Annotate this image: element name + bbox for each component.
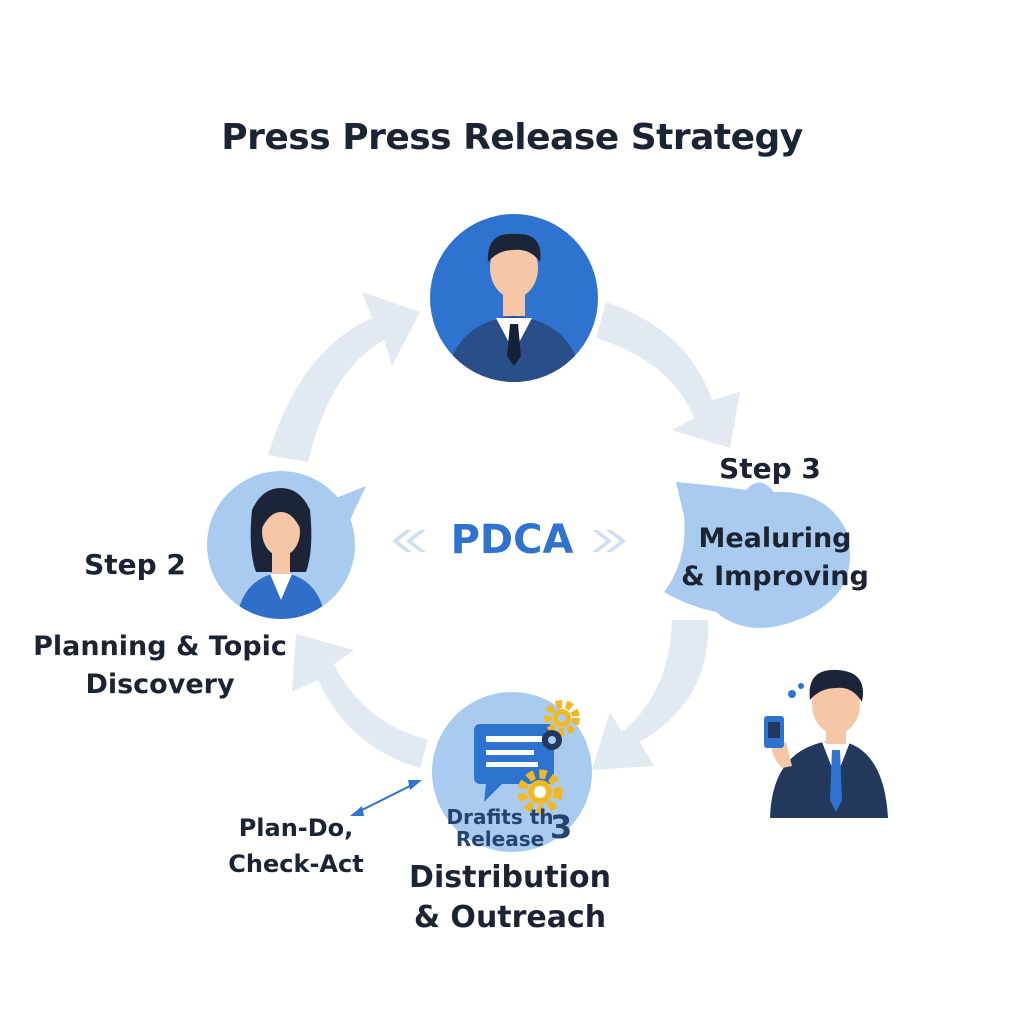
side-figure-businessman-with-phone-icon	[764, 669, 888, 818]
bottom-step-description: Distribution & Outreach	[380, 858, 640, 938]
arrow-left-to-top	[268, 292, 420, 462]
right-speech-bubble	[664, 482, 850, 628]
draft-release-label: Drafits th Release	[430, 806, 570, 850]
pdca-annotation-line1: Plan-Do,	[238, 814, 354, 842]
draft-label-line2: Release	[455, 827, 545, 851]
center-label: PDCA	[450, 517, 574, 563]
arrow-top-to-right	[596, 302, 740, 448]
cycle-arrows	[268, 292, 740, 770]
draft-label-line1: Drafits th	[446, 805, 554, 829]
center-double-arrows	[392, 530, 626, 552]
bottom-node-document-gears-icon	[432, 692, 592, 852]
top-node-businessman-avatar-icon	[430, 214, 598, 382]
step2-label: Step 2	[84, 548, 186, 581]
left-node-businesswoman-avatar-icon	[207, 471, 366, 619]
pdca-annotation-line2: Check-Act	[228, 850, 364, 878]
gear-icon-dark	[542, 730, 562, 750]
step3-description: Mealuring & Improving	[670, 520, 880, 596]
annotation-arrow	[350, 780, 422, 816]
pdca-annotation: Plan-Do, Check-Act	[196, 810, 396, 882]
gear-icon-large	[517, 769, 563, 815]
bottom-desc-line1: Distribution	[409, 860, 611, 895]
left-chevron-icon	[406, 530, 426, 552]
arrow-right-to-bottom	[592, 620, 709, 770]
arrow-bottom-to-left	[292, 634, 428, 768]
step2-desc-line1: Planning & Topic	[33, 631, 287, 662]
bottom-desc-line2: & Outreach	[413, 900, 607, 935]
right-chevron-icon	[592, 530, 612, 552]
gear-icon	[544, 700, 580, 736]
step2-description: Planning & Topic Discovery	[20, 628, 300, 704]
step3-label: Step 3	[719, 452, 821, 485]
step3-desc-line2: & Improving	[681, 561, 869, 592]
diagram-title: Press Press Release Strategy	[221, 117, 803, 158]
draft-step-number: 3	[550, 808, 573, 846]
step2-desc-line2: Discovery	[85, 669, 235, 700]
step3-desc-line1: Mealuring	[698, 523, 852, 554]
